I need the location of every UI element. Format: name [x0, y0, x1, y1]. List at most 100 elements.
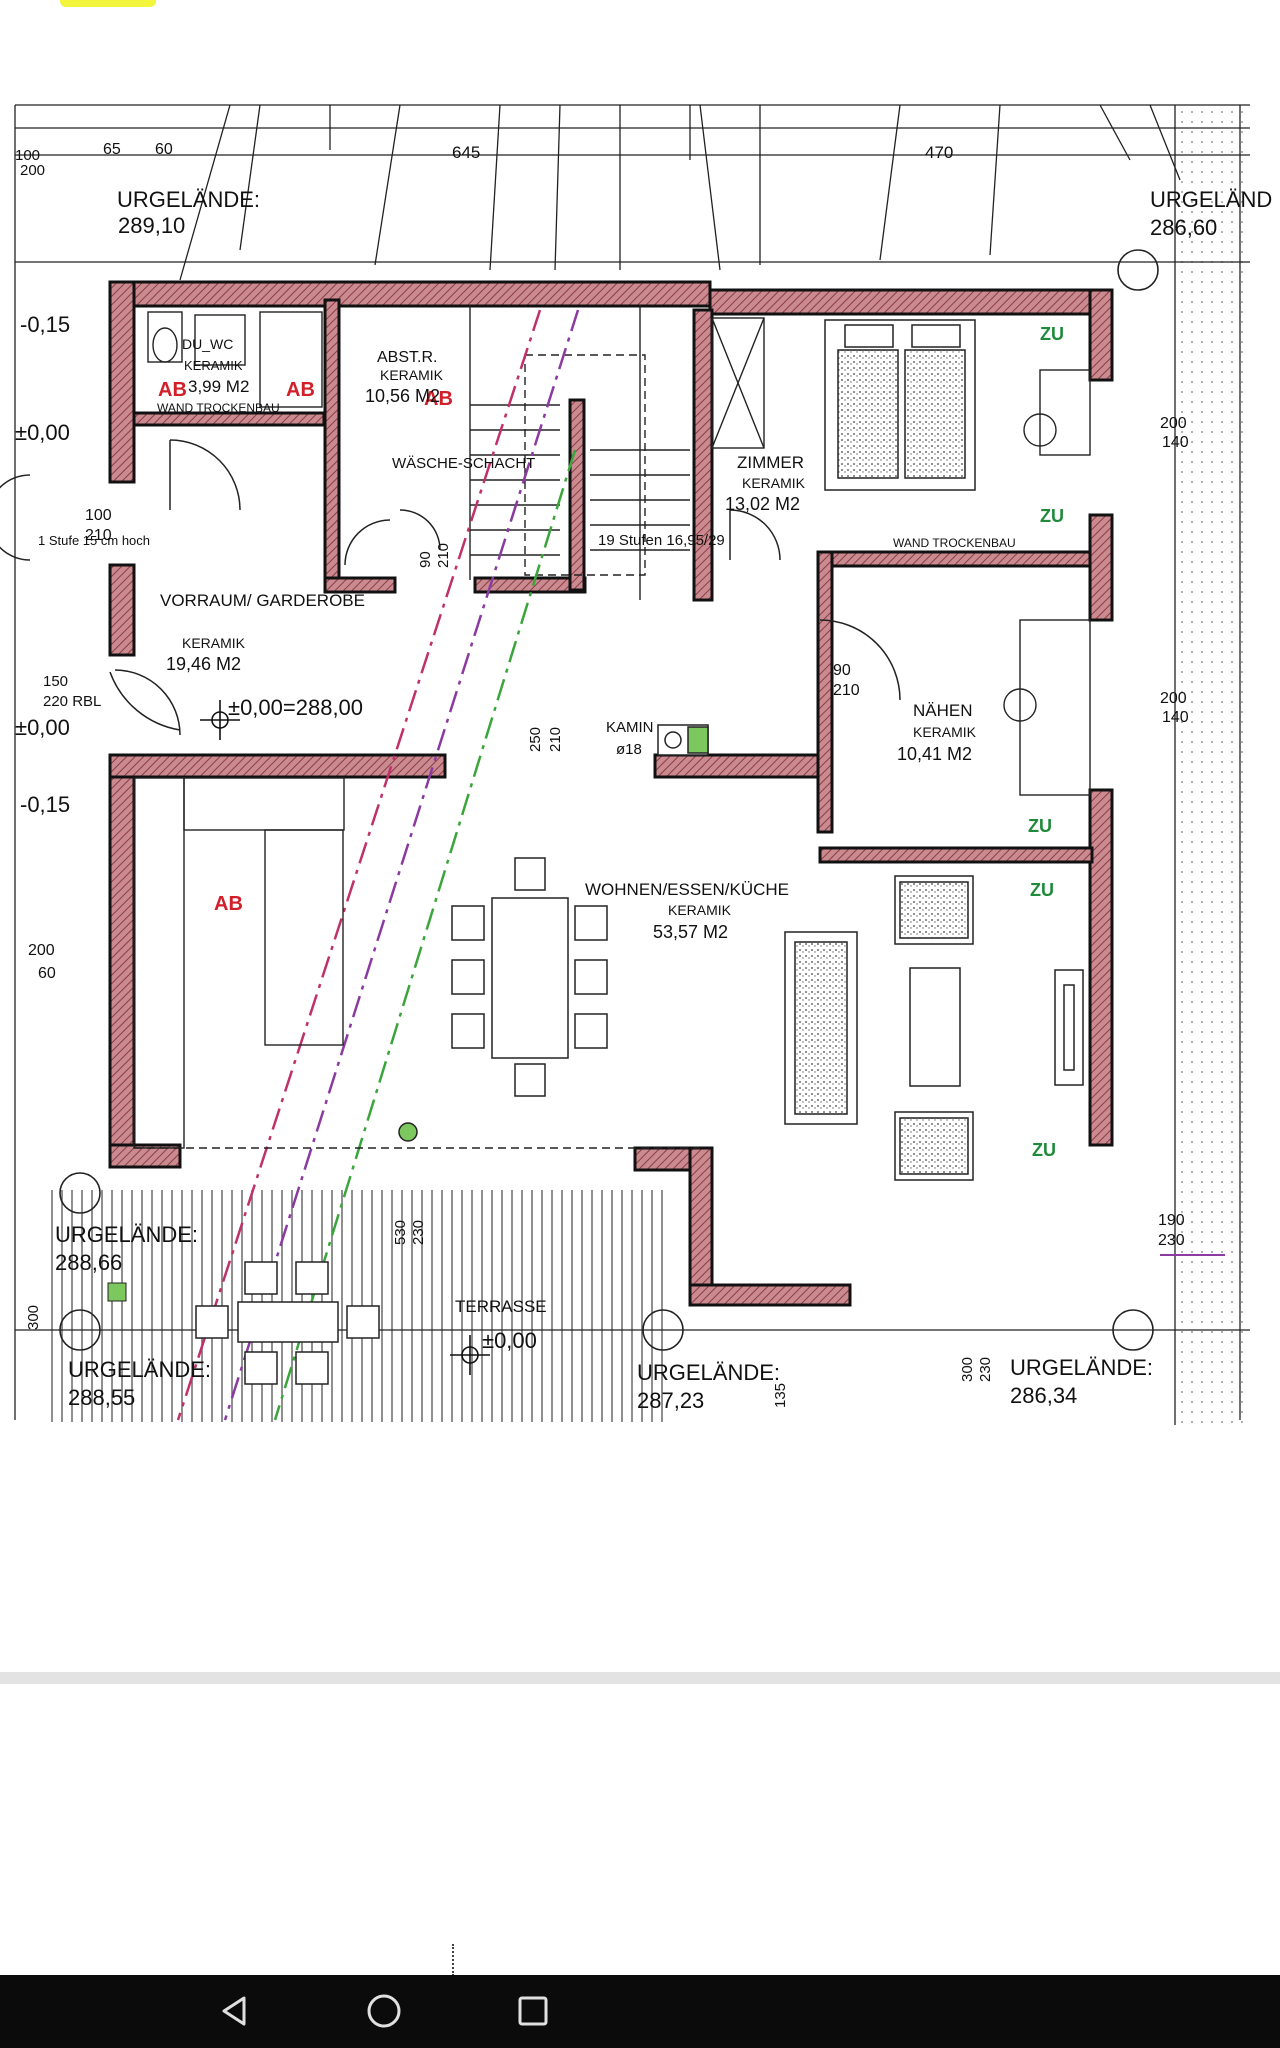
room-storage-name: ABST.R.	[377, 349, 437, 366]
entry-step	[0, 474, 31, 561]
level-ref: ±0,00=288,00	[228, 695, 363, 720]
room-laundry: WÄSCHE-SCHACHT	[392, 455, 535, 472]
note-wall-dry-1: WAND TROCKENBAU	[157, 401, 280, 415]
content-divider	[0, 1672, 1280, 1684]
dining-table	[451, 857, 608, 1097]
dim-210-storage: 210	[435, 543, 452, 568]
room-hall-name: VORRAUM/ GARDEROBE	[160, 591, 365, 610]
room-bath-area: 3,99 M2	[188, 377, 249, 396]
system-navigation-bar	[0, 1975, 1280, 2048]
back-icon[interactable]	[205, 1985, 265, 2037]
dim-230b: 230	[977, 1357, 994, 1382]
dim-60b: 60	[38, 965, 56, 982]
dim-210-entry: 210	[85, 527, 112, 544]
dim-530: 530	[392, 1220, 409, 1245]
dim-230: 230	[1158, 1232, 1185, 1249]
terrain-value-2: 286,60	[1150, 215, 1217, 240]
floor-plan: AB AB AB AB ZU ZU ZU ZU ZU 65 60 645 470…	[0, 104, 1272, 1425]
level-pm0-b: ±0,00	[15, 715, 70, 740]
terrain-value-3: 288,66	[55, 1250, 122, 1275]
terrain-value-5: 287,23	[637, 1388, 704, 1413]
zu-mark-5: ZU	[1032, 1140, 1056, 1160]
zu-mark-3: ZU	[1028, 816, 1052, 836]
note-wall-dry-2: WAND TROCKENBAU	[893, 536, 1016, 550]
zu-mark-4: ZU	[1030, 880, 1054, 900]
dim-200c: 200	[1160, 690, 1187, 707]
room-hall-area: 19,46 M2	[166, 654, 241, 674]
terrain-label-6: URGELÄNDE:	[1010, 1355, 1153, 1380]
terrain-value-1: 289,10	[118, 213, 185, 238]
room-living-area: 53,57 M2	[653, 922, 728, 942]
dim-210-sewing: 210	[833, 682, 860, 699]
terrain-label-2: URGELÄND	[1150, 187, 1272, 212]
home-icon[interactable]	[354, 1985, 414, 2037]
recent-apps-icon[interactable]	[503, 1985, 563, 2037]
level-crosses	[200, 700, 490, 1375]
dim-200d: 200	[28, 942, 55, 959]
zu-mark-2: ZU	[1040, 506, 1064, 526]
ab-mark-storage: AB	[424, 388, 453, 410]
note-step: 1 Stufe 15 cm hoch	[38, 533, 150, 548]
terrace-furniture	[195, 1261, 380, 1385]
ab-mark-kitchen: AB	[214, 893, 243, 915]
room-hall-floor: KERAMIK	[182, 635, 246, 651]
dim-300b: 300	[959, 1357, 976, 1382]
drain-marker-2	[107, 1282, 127, 1302]
level-terrace: ±0,00	[482, 1328, 537, 1353]
room-bedroom-area: 13,02 M2	[725, 494, 800, 514]
room-sewing-floor: KERAMIK	[913, 724, 977, 740]
room-sewing-name: NÄHEN	[913, 701, 973, 720]
dim-140b: 140	[1162, 709, 1189, 726]
doors	[114, 439, 901, 736]
terrain-label-3: URGELÄNDE:	[55, 1222, 198, 1247]
dim-200b: 200	[1160, 415, 1187, 432]
dim-300: 300	[25, 1305, 42, 1330]
bed	[824, 319, 976, 491]
entry-door-arc	[109, 671, 181, 731]
terrain-value-6: 286,34	[1010, 1383, 1077, 1408]
section-lines	[176, 309, 580, 1421]
room-living-floor: KERAMIK	[668, 902, 732, 918]
dim-65: 65	[103, 141, 121, 158]
room-storage-area: 10,56 M2	[365, 386, 440, 406]
terrain-label-4: URGELÄNDE:	[68, 1357, 211, 1382]
dim-200: 200	[20, 162, 45, 179]
dim-150: 150	[43, 673, 68, 690]
note-stairs: 19 Stufen 16,95/29	[598, 532, 725, 549]
level-minus-015-b: -0,15	[20, 792, 70, 817]
dim-100-entry: 100	[85, 507, 112, 524]
dim-470: 470	[925, 143, 953, 162]
red-annotations: AB AB AB AB	[158, 379, 453, 915]
dim-90-storage: 90	[417, 551, 434, 568]
room-terrace: TERRASSE	[455, 1297, 547, 1316]
dim-210: 210	[547, 727, 564, 752]
dim-250: 250	[527, 727, 544, 752]
dim-190: 190	[1158, 1212, 1185, 1229]
column-markers	[59, 249, 1159, 1351]
terrain-value-4: 288,55	[68, 1385, 135, 1410]
room-bedroom-floor: KERAMIK	[742, 475, 806, 491]
wardrobes	[711, 317, 1091, 796]
terrain-label-1: URGELÄNDE:	[117, 187, 260, 212]
dim-60: 60	[155, 141, 173, 158]
ab-mark-bath: AB	[158, 379, 187, 401]
note-chimney-d: ø18	[616, 741, 642, 758]
sofas	[784, 875, 1084, 1181]
terrain-label-5: URGELÄNDE:	[637, 1360, 780, 1385]
room-bath-name: DU_WC	[182, 336, 233, 352]
room-living-name: WOHNEN/ESSEN/KÜCHE	[585, 880, 789, 899]
room-storage-floor: KERAMIK	[380, 367, 444, 383]
room-sewing-area: 10,41 M2	[897, 744, 972, 764]
terrain-strip	[1175, 105, 1250, 1425]
note-chimney: KAMIN	[606, 719, 654, 736]
kitchen	[133, 777, 700, 1149]
dim-220-rbl: 220 RBL	[43, 693, 101, 710]
room-bath-floor: KERAMIK	[184, 358, 243, 373]
room-bedroom-name: ZIMMER	[737, 453, 804, 472]
top-dimension-lines	[15, 104, 1250, 281]
level-pm0-a: ±0,00	[15, 420, 70, 445]
dim-100: 100	[15, 147, 40, 164]
scroll-handle[interactable]	[452, 1944, 456, 1976]
dim-645: 645	[452, 143, 480, 162]
dim-230c: 230	[410, 1220, 427, 1245]
